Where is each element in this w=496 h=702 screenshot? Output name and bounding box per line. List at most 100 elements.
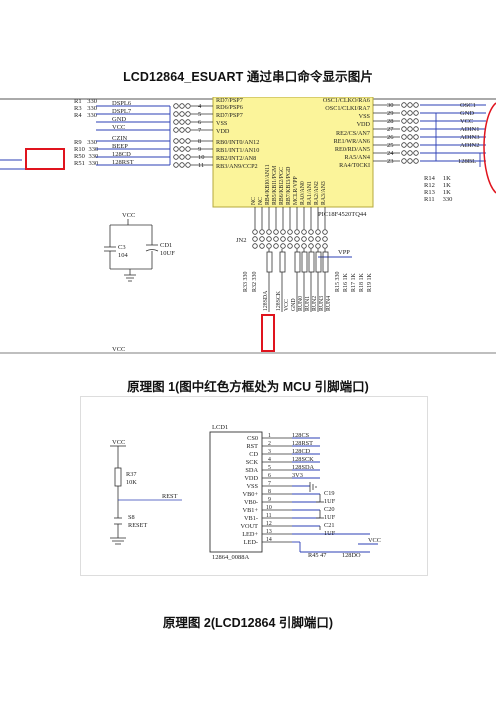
lcd-body [209, 431, 263, 553]
svg-text:OSC1/CLKI/RA7: OSC1/CLKI/RA7 [325, 105, 370, 112]
svg-text:RA0/AN0: RA0/AN0 [300, 181, 306, 205]
lcd-vcc-right: VCC [368, 537, 381, 544]
svg-text:8: 8 [198, 138, 201, 145]
svg-text:13: 13 [266, 529, 272, 535]
svg-text:128RST: 128RST [292, 440, 313, 447]
svg-text:R33 330: R33 330 [243, 271, 249, 292]
mcu-right-pin-names: OSC1/CLKO/RA6 OSC1/CLKI/RA7 VSS VDD RE2/… [323, 97, 371, 169]
vcc-label-1: VCC [122, 212, 135, 219]
svg-text:128CD: 128CD [292, 448, 311, 455]
svg-text:RA2/AN2: RA2/AN2 [314, 181, 320, 205]
svg-text:4: 4 [268, 457, 271, 463]
lcd-caps [316, 494, 324, 530]
net-dspl6: DSPL6 [112, 100, 132, 107]
left-header-connector [173, 103, 191, 168]
bottom-resistor-labels: R33 330 R32 330 R15 330 R16 1K R17 1K R1… [243, 271, 373, 292]
svg-text:RUN0: RUN0 [298, 296, 304, 311]
svg-text:VCC: VCC [460, 118, 473, 125]
svg-text:RB4/KBI0/AN11: RB4/KBI0/AN11 [265, 164, 271, 205]
svg-text:RA1/AN1: RA1/AN1 [307, 181, 313, 205]
svg-text:1UF: 1UF [324, 530, 336, 537]
lcd-ref: LCD1 [212, 424, 228, 431]
red-callout-arc [483, 102, 496, 194]
svg-text:1: 1 [268, 433, 271, 439]
reset-circuit [110, 445, 182, 545]
svg-text:6: 6 [198, 119, 202, 126]
s8-val: RESET [128, 522, 147, 529]
svg-text:30: 30 [387, 102, 394, 109]
res-r51: R51 330 [74, 160, 98, 167]
right-pin-numbers: 30 29 28 27 26 25 24 23 [387, 102, 394, 165]
svg-text:3V3: 3V3 [292, 472, 303, 479]
svg-text:VB1-: VB1- [244, 515, 258, 522]
red-highlight-box-bottom [261, 314, 275, 352]
svg-text:NC: NC [258, 197, 264, 205]
svg-text:RE0/RD/AN5: RE0/RD/AN5 [335, 146, 370, 153]
svg-text:2: 2 [268, 441, 271, 447]
svg-text:R18 1K: R18 1K [359, 272, 365, 292]
bottom-net-labels: 128SDA 128SCK VCC GND RUN0 RUN1 RUN2 RUN… [263, 290, 332, 311]
jn2-label: JN2 [236, 237, 246, 244]
svg-text:VB1+: VB1+ [243, 507, 259, 514]
r45-label: R45 47 [308, 552, 326, 559]
left-pin-numbers: 4 5 6 7 8 9 10 11 [198, 103, 205, 169]
svg-text:28: 28 [387, 118, 394, 125]
cap-cd1-val: 10UF [160, 250, 175, 257]
red-highlight-box-left [25, 148, 65, 170]
cap-c3-ref: C3 [118, 244, 126, 251]
res-r1: R1 330 [74, 98, 97, 105]
svg-text:RUN2: RUN2 [312, 296, 318, 311]
cap-cd1-ref: CD1 [160, 242, 172, 249]
svg-text:GND: GND [291, 298, 297, 311]
svg-text:VDD: VDD [244, 475, 258, 482]
svg-text:128BL: 128BL [458, 158, 476, 165]
svg-text:10: 10 [198, 154, 205, 161]
svg-text:25: 25 [387, 142, 394, 149]
res-r4: R4 330 [74, 112, 97, 119]
svg-text:RA3/AN3: RA3/AN3 [321, 181, 327, 205]
svg-text:128SDA: 128SDA [292, 464, 314, 471]
svg-text:ADIN2: ADIN2 [460, 142, 480, 149]
svg-text:9: 9 [268, 497, 271, 503]
svg-text:128CS: 128CS [292, 432, 310, 439]
mcu-bottom-pin-names: NC NC RB4/KBI0/AN11 RB5/KBI1/PGM RB6/KBI… [251, 164, 327, 205]
left-resistor-labels: R1 330 R3 330 R4 330 R9 330 R10 330 R50 … [74, 98, 98, 167]
svg-text:11: 11 [266, 513, 272, 519]
svg-text:VDD: VDD [216, 128, 230, 135]
svg-text:SCK: SCK [246, 459, 259, 466]
svg-text:RB0/INT0/AN12: RB0/INT0/AN12 [216, 139, 259, 146]
svg-text:C21: C21 [324, 522, 335, 529]
svg-text:RUN1: RUN1 [305, 296, 311, 311]
svg-text:11: 11 [198, 162, 204, 169]
svg-text:CS0: CS0 [247, 435, 258, 442]
svg-text:10: 10 [266, 505, 272, 511]
svg-text:RE2/CS/AN7: RE2/CS/AN7 [336, 130, 370, 137]
svg-text:128SDA: 128SDA [263, 290, 269, 311]
svg-text:24: 24 [387, 150, 394, 157]
res-r50: R50 330 [74, 153, 98, 160]
lcd-net-labels: 128CS 128RST 128CD 128SCK 128SDA 3V3 [292, 432, 314, 479]
svg-text:RB3/AN9/CCP2: RB3/AN9/CCP2 [216, 163, 258, 170]
bottom-resistors [266, 251, 329, 273]
svg-text:ADIN1: ADIN1 [460, 126, 480, 133]
svg-text:R16 1K: R16 1K [343, 272, 349, 292]
r37-ref: R37 [126, 471, 137, 478]
svg-text:RA5/AN4: RA5/AN4 [345, 154, 370, 161]
svg-text:29: 29 [387, 110, 394, 117]
svg-text:5: 5 [198, 111, 201, 118]
cap-c3-val: 104 [118, 252, 129, 259]
svg-text:R19 1K: R19 1K [367, 272, 373, 292]
svg-text:1UF: 1UF [324, 514, 336, 521]
mcu-part-label: PIC18F4520TQ44 [318, 211, 367, 218]
mcu-body [212, 97, 374, 208]
vcc-label-2: VCC [112, 346, 125, 353]
svg-text:R17 1K: R17 1K [351, 272, 357, 292]
svg-text:VSS: VSS [359, 113, 371, 120]
svg-text:GND: GND [460, 110, 474, 117]
svg-text:C19: C19 [324, 490, 335, 497]
svg-text:LED+: LED+ [242, 531, 258, 538]
